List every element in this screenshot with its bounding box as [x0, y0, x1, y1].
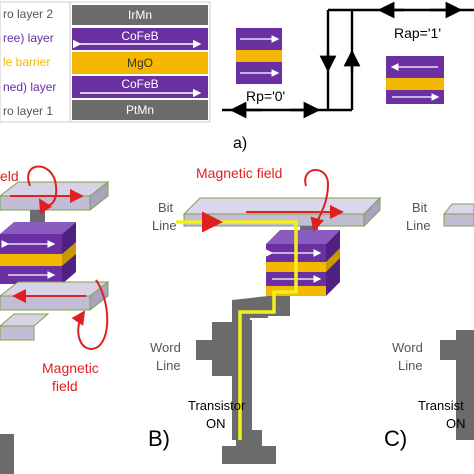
stack-label-2: le barrier [3, 55, 50, 69]
rap-label: Rap='1' [394, 25, 441, 41]
panel-c-transistor-2: ON [446, 416, 466, 431]
panel-c-label: C) [384, 426, 407, 451]
ptmn-layer [72, 100, 208, 120]
stack-label-1: ree) layer [3, 31, 54, 45]
panel-c: Bit Line Word Line Transist ON C) [384, 200, 474, 451]
hysteresis-loop: Rp='0' Rap='1' [222, 1, 474, 119]
panel-b-word-line-1: Word [150, 340, 181, 355]
left-field-label: eld [0, 168, 19, 184]
field-loop-bottom-icon [71, 279, 109, 350]
stack-material-1: CoFeB [121, 29, 158, 43]
panel-b-label: B) [148, 426, 170, 451]
current-path [176, 220, 298, 440]
antiparallel-state-stack [386, 56, 444, 104]
panel-b-transistor-1: Transistor [188, 398, 246, 413]
panel-b-bit-line-1: Bit [158, 200, 174, 215]
stack-material-4: PtMn [126, 103, 154, 117]
panel-c-bit-line-2: Line [406, 218, 431, 233]
field-loop-top-icon [27, 165, 58, 214]
stack-material-0: IrMn [128, 8, 152, 22]
panel-b-magnetic-field: Magnetic field [196, 165, 282, 181]
panel-b-field-loop-icon [304, 169, 330, 232]
layer-stack-table: ro layer 2 IrMn ree) layer CoFeB le barr… [0, 1, 211, 123]
panel-b: Magnetic field Bit Line Word Line Transi… [148, 165, 382, 464]
panel-c-transistor-1: Transist [418, 398, 464, 413]
panel-a-label: a) [233, 135, 247, 152]
mgo-layer [72, 52, 208, 74]
left-panel: eld Magnetic field [0, 165, 110, 474]
panel-b-bit-line-2: Line [152, 218, 177, 233]
stack-label-0: ro layer 2 [3, 7, 53, 21]
access-path [196, 296, 290, 464]
rp-label: Rp='0' [246, 88, 285, 104]
panel-b-mtj-cube [265, 230, 340, 296]
panel-c-word-line-1: Word [392, 340, 423, 355]
panel-b-word-line-2: Line [156, 358, 181, 373]
stack-label-3: ned) layer [3, 80, 56, 94]
irmn-layer [72, 5, 208, 25]
left-magnetic-label: Magnetic [42, 360, 99, 376]
left-mtj-cube [0, 222, 76, 284]
stack-material-2: MgO [127, 56, 153, 70]
parallel-state-stack [236, 28, 282, 84]
panel-b-transistor-2: ON [206, 416, 226, 431]
left-field-label-2: field [52, 378, 78, 394]
stack-material-3: CoFeB [121, 77, 158, 91]
panel-c-word-line-2: Line [398, 358, 423, 373]
panel-c-bit-line-1: Bit [412, 200, 428, 215]
stack-label-4: ro layer 1 [3, 104, 53, 118]
